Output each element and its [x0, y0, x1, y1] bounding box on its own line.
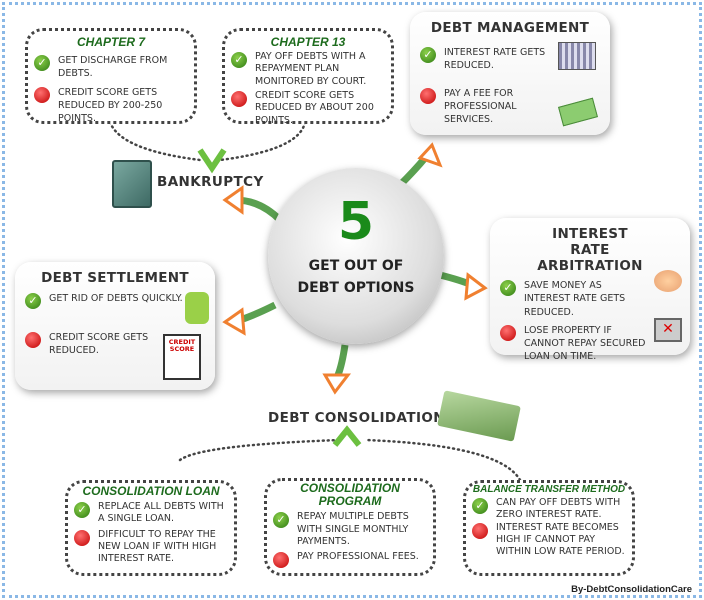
check-icon: ✓: [34, 55, 50, 71]
consolidation-loan-box: CONSOLIDATION LOAN ✓ REPLACE ALL DEBTS WI…: [65, 480, 237, 576]
debt-management-title: DEBT MANAGEMENT: [430, 20, 590, 36]
bankruptcy-label: BANKRUPTCY: [157, 174, 264, 190]
declining-chart-icon: [558, 42, 596, 70]
credit-score-icon-text: CREDIT SCORE: [168, 338, 196, 354]
credit-text: By-DebtConsolidationCare: [571, 584, 692, 595]
consolidation-loan-title: CONSOLIDATION LOAN: [82, 484, 220, 498]
safe-icon: [112, 160, 152, 208]
balance-transfer-title: BALANCE TRANSFER METHOD: [472, 484, 626, 495]
pro-text: GET RID OF DEBTS QUICKLY.: [49, 293, 183, 304]
red-dot-icon: [472, 522, 488, 539]
red-dot-icon: [500, 324, 516, 341]
debt-settlement-title: DEBT SETTLEMENT: [41, 270, 189, 286]
con-text: PAY PROFESSIONAL FEES.: [297, 551, 419, 563]
house-cross-icon: ✕: [654, 318, 682, 342]
check-icon: ✓: [500, 280, 516, 296]
pro-text: CAN PAY OFF DEBTS WITH ZERO INTEREST RAT…: [496, 497, 621, 520]
con-text: CREDIT SCORE GETS REDUCED.: [49, 332, 149, 357]
money-hand-icon: [558, 97, 598, 127]
debt-settlement-card: DEBT SETTLEMENT ✓ GET RID OF DEBTS QUICKL…: [15, 262, 215, 390]
center-line-1: GET OUT OF: [308, 258, 404, 274]
balance-transfer-box: BALANCE TRANSFER METHOD ✓ CAN PAY OFF DEB…: [463, 480, 635, 576]
center-circle: 5 GET OUT OF DEBT OPTIONS: [268, 168, 444, 344]
pro-text: SAVE MONEY AS INTEREST RATE GETS REDUCED…: [524, 280, 626, 318]
check-icon: ✓: [25, 293, 41, 309]
piggy-bank-icon: [654, 270, 682, 292]
debt-consolidation-label: DEBT CONSOLIDATION: [268, 410, 445, 426]
red-dot-icon: [74, 529, 90, 546]
pro-text: INTEREST RATE GETS REDUCED.: [444, 47, 546, 72]
check-icon: ✓: [420, 47, 436, 63]
red-dot-icon: [231, 91, 247, 108]
con-text: PAY A FEE FOR PROFESSIONAL SERVICES.: [444, 87, 517, 126]
con-text: CREDIT SCORE GETS REDUCED BY 200-250 POI…: [58, 86, 163, 125]
pro-text: GET DISCHARGE FROM DEBTS.: [58, 55, 168, 80]
con-text: DIFFICULT TO REPAY THE NEW LOAN IF WITH …: [98, 528, 217, 565]
consolidation-program-title: CONSOLIDATION PROGRAM: [300, 481, 400, 509]
consolidation-program-box: CONSOLIDATION PROGRAM ✓ REPAY MULTIPLE DE…: [264, 478, 436, 576]
center-line-2: DEBT OPTIONS: [297, 280, 415, 296]
credit-score-icon: CREDIT SCORE: [163, 334, 201, 380]
red-dot-icon: [34, 86, 50, 103]
debt-management-card: DEBT MANAGEMENT ✓ INTEREST RATE GETS REDU…: [410, 12, 610, 135]
check-icon: ✓: [472, 498, 488, 514]
con-text: INTEREST RATE BECOMES HIGH IF CANNOT PAY…: [496, 521, 625, 557]
chapter-7-title: CHAPTER 7: [76, 35, 145, 49]
thumbs-up-icon: [185, 292, 209, 324]
chapter-13-box: CHAPTER 13 ✓ PAY OFF DEBTS WITH A REPAYME…: [222, 28, 394, 126]
check-icon: ✓: [273, 512, 289, 529]
red-dot-icon: [273, 552, 289, 569]
center-number: 5: [337, 192, 375, 252]
red-dot-icon: [420, 87, 436, 104]
chapter-13-title: CHAPTER 13: [270, 35, 346, 49]
pro-text: REPAY MULTIPLE DEBTS WITH SINGLE MONTHLY…: [297, 511, 409, 548]
con-text: LOSE PROPERTY IF CANNOT REPAY SECURED LO…: [524, 324, 646, 363]
pro-text: PAY OFF DEBTS WITH A REPAYMENT PLAN MONI…: [255, 51, 367, 87]
interest-rate-arbitration-card: INTEREST RATE ARBITRATION ✓ SAVE MONEY AS…: [490, 218, 690, 362]
check-icon: ✓: [74, 502, 90, 518]
check-icon: ✓: [231, 52, 247, 68]
chapter-7-box: CHAPTER 7 ✓ GET DISCHARGE FROM DEBTS. CRE…: [25, 28, 197, 124]
red-dot-icon: [25, 332, 41, 348]
pro-text: REPLACE ALL DEBTS WITH A SINGLE LOAN.: [98, 501, 224, 525]
interest-rate-arbitration-title: INTEREST RATE ARBITRATION: [537, 226, 643, 274]
con-text: CREDIT SCORE GETS REDUCED BY ABOUT 200 P…: [255, 90, 374, 126]
